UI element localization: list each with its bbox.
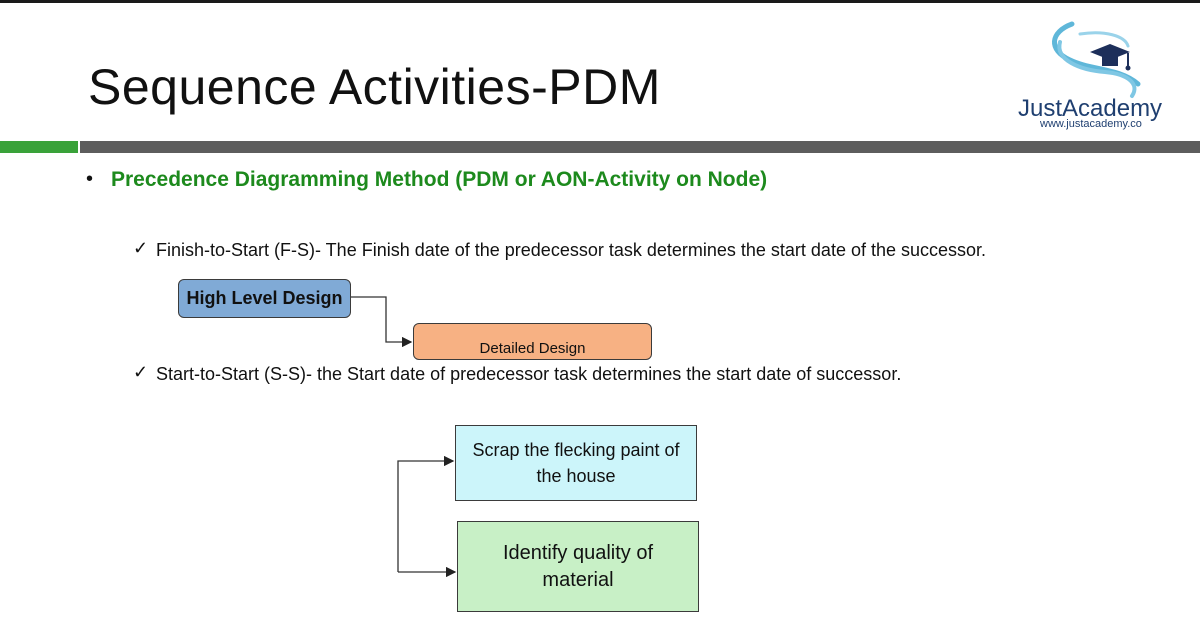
graduation-cap-logo-icon — [1052, 21, 1141, 98]
node-identify-quality-label: Identify quality of material — [502, 541, 654, 591]
node-scrap-paint: Scrap the flecking paint of the house — [455, 425, 697, 501]
node-high-level-design: High Level Design — [178, 279, 351, 318]
top-border-line — [0, 0, 1200, 3]
slide-title: Sequence Activities-PDM — [88, 59, 661, 115]
ss-connector-arrow-a — [397, 455, 455, 572]
fs-connector-arrow — [351, 296, 413, 348]
logo-url: www.justacademy.co — [1040, 118, 1142, 130]
title-divider-bar — [80, 141, 1200, 153]
finish-to-start-text: Finish-to-Start (F-S)- The Finish date o… — [156, 240, 987, 260]
start-to-start-text: Start-to-Start (S-S)- the Start date of … — [156, 364, 902, 384]
checkmark-icon: ✓ — [133, 238, 149, 258]
checkmark-icon: ✓ — [133, 362, 149, 382]
bullet-marker: • — [86, 168, 94, 190]
title-accent-bar — [0, 141, 78, 153]
node-identify-quality: Identify quality of material — [457, 521, 699, 612]
node-detailed-design: Detailed Design — [413, 323, 652, 360]
node-scrap-paint-label: Scrap the flecking paint of the house — [472, 440, 680, 486]
logo-name: JustAcademy — [1018, 95, 1163, 122]
section-heading: Precedence Diagramming Method (PDM or AO… — [111, 168, 768, 191]
